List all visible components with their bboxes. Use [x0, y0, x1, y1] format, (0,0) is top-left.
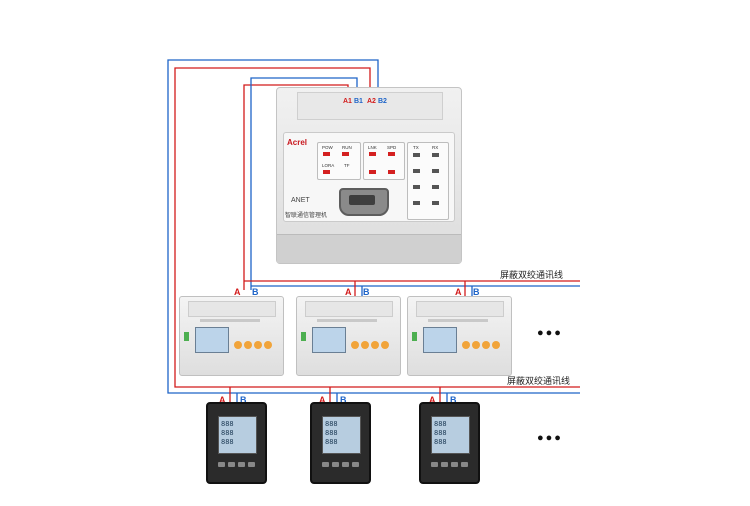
rail-meter-2-b-tag: B: [363, 287, 370, 297]
panel-meter-1-b-tag: B: [240, 395, 247, 405]
led-aux2: [388, 170, 395, 174]
din-rail-meter-1: [179, 296, 284, 376]
gateway-terminal-strip: [297, 92, 443, 120]
upper-cable-label: 屏蔽双绞通讯线: [500, 270, 564, 280]
more-panel-meters-marker: ●●●: [537, 432, 563, 444]
led-aux1: [369, 170, 376, 174]
led-label-lora: LORA: [322, 163, 335, 168]
led-rx-2: [432, 169, 439, 173]
panel-meter-3-a-tag: A: [429, 395, 436, 405]
led-spd: [388, 152, 395, 156]
meter-lcd: [195, 327, 229, 353]
meter-lcd: [423, 327, 457, 353]
led-label-lnk: LNK: [368, 145, 377, 150]
led-lnk: [369, 152, 376, 156]
led-lora: [323, 170, 330, 174]
led-tx-1: [413, 153, 420, 157]
led-group-txrx: TX RX: [407, 142, 449, 220]
led-label-pow: POW: [322, 145, 333, 150]
led-rx-1: [432, 153, 439, 157]
rail-meter-3-b-tag: B: [473, 287, 480, 297]
meter-lcd: [312, 327, 346, 353]
led-tx-4: [413, 201, 420, 205]
communication-gateway: A1 B1 A2 B2 Acrel POW RUN LORA TF LNK SP…: [276, 87, 462, 264]
led-group-link: LNK SPD: [363, 142, 405, 180]
bus2-wire-a: [174, 67, 580, 388]
port-label-a2: A2: [367, 98, 376, 105]
more-rail-meters-marker: ●●●: [537, 327, 563, 339]
bus2-wire-b: [167, 59, 580, 394]
rail-meter-1-a-tag: A: [234, 287, 241, 297]
port-label-a1: A1: [343, 98, 352, 105]
port-label-b2: B2: [378, 98, 387, 105]
db9-serial-port: [339, 188, 389, 216]
led-tx-3: [413, 185, 420, 189]
rail-meter-3-a-tag: A: [455, 287, 462, 297]
led-rx-3: [432, 185, 439, 189]
led-group-status: POW RUN LORA TF: [317, 142, 361, 180]
port-label-b1: B1: [354, 98, 363, 105]
led-label-tf: TF: [344, 163, 350, 168]
gateway-din-base: [277, 234, 461, 263]
panel-meter-1-a-tag: A: [219, 395, 226, 405]
panel-meter-2-a-tag: A: [319, 395, 326, 405]
device-name-label: 智联通信管理机: [285, 213, 328, 219]
rail-meter-2-a-tag: A: [345, 287, 352, 297]
model-label: ANET: [291, 197, 310, 204]
led-rx-4: [432, 201, 439, 205]
lower-cable-label: 屏蔽双绞通讯线: [507, 376, 571, 386]
led-label-spd: SPD: [387, 145, 397, 150]
brand-logo: Acrel: [287, 138, 308, 147]
panel-meter-2-b-tag: B: [340, 395, 347, 405]
led-tx-2: [413, 169, 420, 173]
led-label-run: RUN: [342, 145, 352, 150]
led-pow: [323, 152, 330, 156]
din-rail-meter-2: [296, 296, 401, 376]
led-run: [342, 152, 349, 156]
led-label-tx: TX: [413, 145, 419, 150]
rail-meter-1-b-tag: B: [252, 287, 259, 297]
led-label-rx: RX: [432, 145, 439, 150]
din-rail-meter-3: [407, 296, 512, 376]
panel-meter-3-b-tag: B: [450, 395, 457, 405]
